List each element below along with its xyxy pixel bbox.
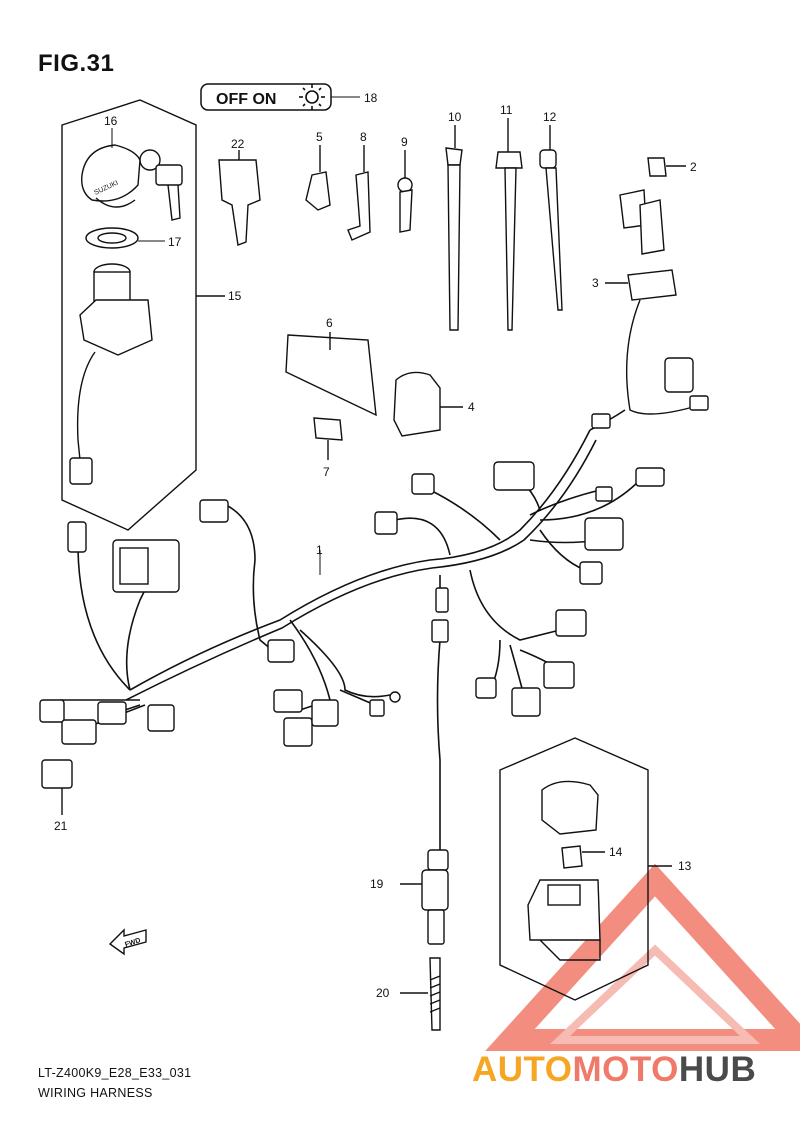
label-4: 4 — [468, 400, 475, 414]
watermark-part2: MOTO — [572, 1050, 679, 1089]
label-12: 12 — [543, 110, 557, 124]
label-13: 13 — [678, 859, 692, 873]
label-5: 5 — [316, 130, 323, 144]
caution-label-sheet — [285, 332, 377, 460]
figure-title: FIG.31 — [38, 50, 115, 77]
label-19: 19 — [370, 877, 384, 891]
starter-relay-assembly — [499, 737, 672, 1001]
leader-lines — [111, 128, 321, 575]
fuse-and-relay — [605, 157, 709, 415]
label-18: 18 — [364, 91, 378, 105]
harness-clamps — [305, 145, 413, 241]
o2-sensor — [400, 849, 449, 1031]
lamp-icon — [299, 84, 325, 110]
fwd-arrow-icon: FWD — [108, 928, 147, 956]
switch-off-on-text: OFF ON — [216, 91, 276, 108]
label-1: 1 — [316, 543, 323, 557]
ignition-switch-kit: SUZUKI — [61, 99, 225, 531]
label-9: 9 — [401, 135, 408, 149]
label-22: 22 — [231, 137, 245, 151]
label-2: 2 — [690, 160, 697, 174]
label-15: 15 — [228, 289, 242, 303]
label-11: 11 — [500, 103, 513, 117]
label-3: 3 — [592, 276, 599, 290]
ignition-switch-label-box: OFF ON — [200, 83, 360, 111]
cable-ties — [445, 118, 563, 331]
harness-connectors — [39, 413, 665, 815]
label-20: 20 — [376, 986, 390, 1000]
relay-cover — [393, 371, 463, 437]
spare-key — [218, 150, 261, 246]
label-6: 6 — [326, 316, 333, 330]
watermark-text: AUTOMOTOHUB — [472, 1050, 756, 1090]
watermark-part1: AUTO — [472, 1050, 573, 1089]
label-17: 17 — [168, 235, 182, 249]
part-labels: 1 2 3 4 5 6 7 8 9 10 11 12 13 14 15 16 1… — [54, 91, 697, 1000]
label-8: 8 — [360, 130, 367, 144]
figure-name: WIRING HARNESS — [38, 1086, 153, 1100]
label-10: 10 — [448, 110, 462, 124]
label-16: 16 — [104, 114, 118, 128]
label-14: 14 — [609, 845, 623, 859]
figure-code: LT-Z400K9_E28_E33_031 — [38, 1066, 192, 1080]
fwd-text: FWD — [124, 937, 141, 949]
label-21: 21 — [54, 819, 68, 833]
label-7: 7 — [323, 465, 330, 479]
watermark-part3: HUB — [678, 1050, 757, 1089]
